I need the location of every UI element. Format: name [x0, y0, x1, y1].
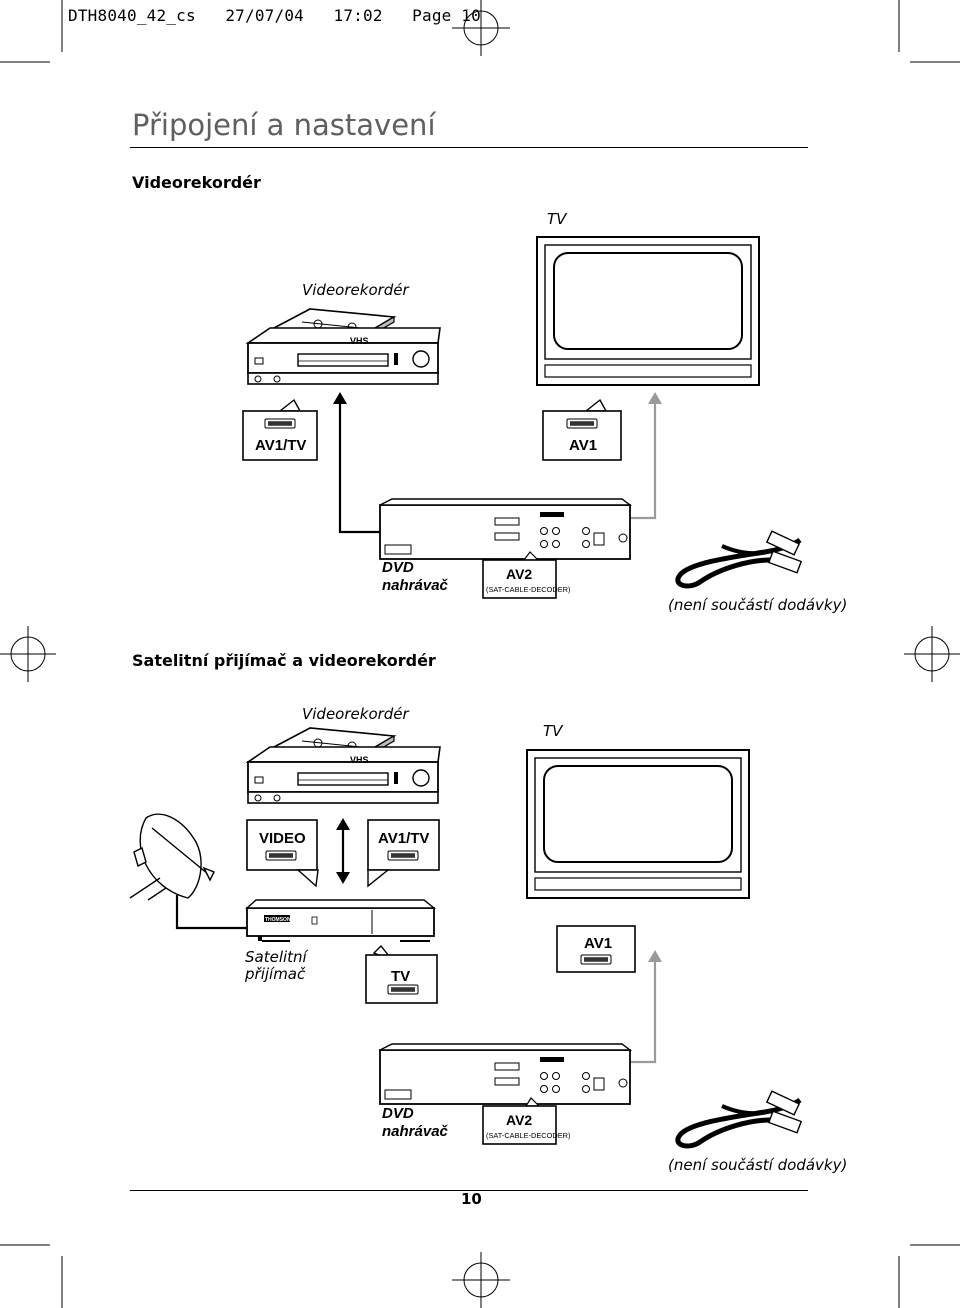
dvd-recorder	[379, 498, 631, 560]
arrow-up-icon	[648, 392, 662, 404]
sat-label-line2: přijímač	[245, 965, 306, 983]
vcr-device-2	[247, 727, 441, 804]
vhs-logo: VHS	[350, 336, 369, 346]
vhs-logo-2: VHS	[350, 755, 369, 765]
dvd-label-line2: nahrávač	[382, 577, 448, 594]
vcr-av1tv-socket-label: AV1/TV	[255, 437, 306, 454]
dvd-label-2-line1: DVD	[382, 1105, 414, 1122]
satellite-receiver: THOMSON	[245, 899, 436, 942]
vcr-av1tv-socket-box-2	[367, 819, 440, 871]
tv-set	[536, 236, 760, 386]
cable-note-2: (není součástí dodávky)	[668, 1156, 848, 1174]
scart-cable-icon	[675, 1090, 803, 1149]
vcr-av1tv-socket-label-2: AV1/TV	[378, 830, 429, 847]
vcr-device	[247, 308, 441, 385]
dvd-label-2-line2: nahrávač	[382, 1123, 448, 1140]
sat-label-line1: Satelitní	[245, 948, 307, 966]
sat-tv-socket-box	[365, 954, 438, 1004]
footer-divider	[130, 1190, 808, 1191]
scart-cable-icon	[675, 530, 803, 589]
arrow-up-icon	[333, 392, 347, 404]
dvd-recorder-2	[379, 1043, 631, 1105]
vcr-video-socket-label: VIDEO	[259, 830, 306, 847]
dvd-av2-socket-sub: (SAT-CABLE-DECODER)	[486, 585, 570, 594]
vcr-video-socket-box	[246, 819, 318, 871]
vcr-label: Videorekordér	[302, 281, 409, 299]
tv-label-2: TV	[543, 722, 563, 740]
tv-label: TV	[547, 210, 567, 228]
dvd-av2-socket-label: AV2	[506, 566, 532, 582]
sat-tv-socket-label: TV	[391, 968, 410, 985]
arrow-up-icon	[648, 950, 662, 962]
dvd-av2-socket-label-2: AV2	[506, 1112, 532, 1128]
dvd-av2-socket-box-2	[482, 1105, 557, 1145]
tv-av1-socket-label-2: AV1	[584, 935, 612, 952]
double-arrow-icon	[336, 818, 350, 830]
title-divider	[130, 147, 808, 148]
tv-set-2	[526, 749, 750, 899]
vcr-label-2: Videorekordér	[302, 705, 409, 723]
satellite-dish-icon	[129, 813, 215, 901]
page-title: Připojení a nastavení	[132, 108, 436, 142]
page-number: 10	[461, 1190, 482, 1208]
cable-note: (není součástí dodávky)	[668, 596, 848, 614]
section-heading-sat-vcr: Satelitní přijímač a videorekordér	[132, 651, 436, 670]
sat-brand-logo: THOMSON	[265, 917, 291, 923]
tv-av1-socket-label: AV1	[569, 437, 597, 454]
dvd-av2-socket-sub-2: (SAT-CABLE-DECODER)	[486, 1131, 570, 1140]
dvd-av2-socket-box	[482, 559, 557, 599]
section-heading-vcr: Videorekordér	[132, 173, 261, 192]
dvd-label-line1: DVD	[382, 559, 414, 576]
print-header: DTH8040_42_cs 27/07/04 17:02 Page 10	[68, 6, 481, 25]
